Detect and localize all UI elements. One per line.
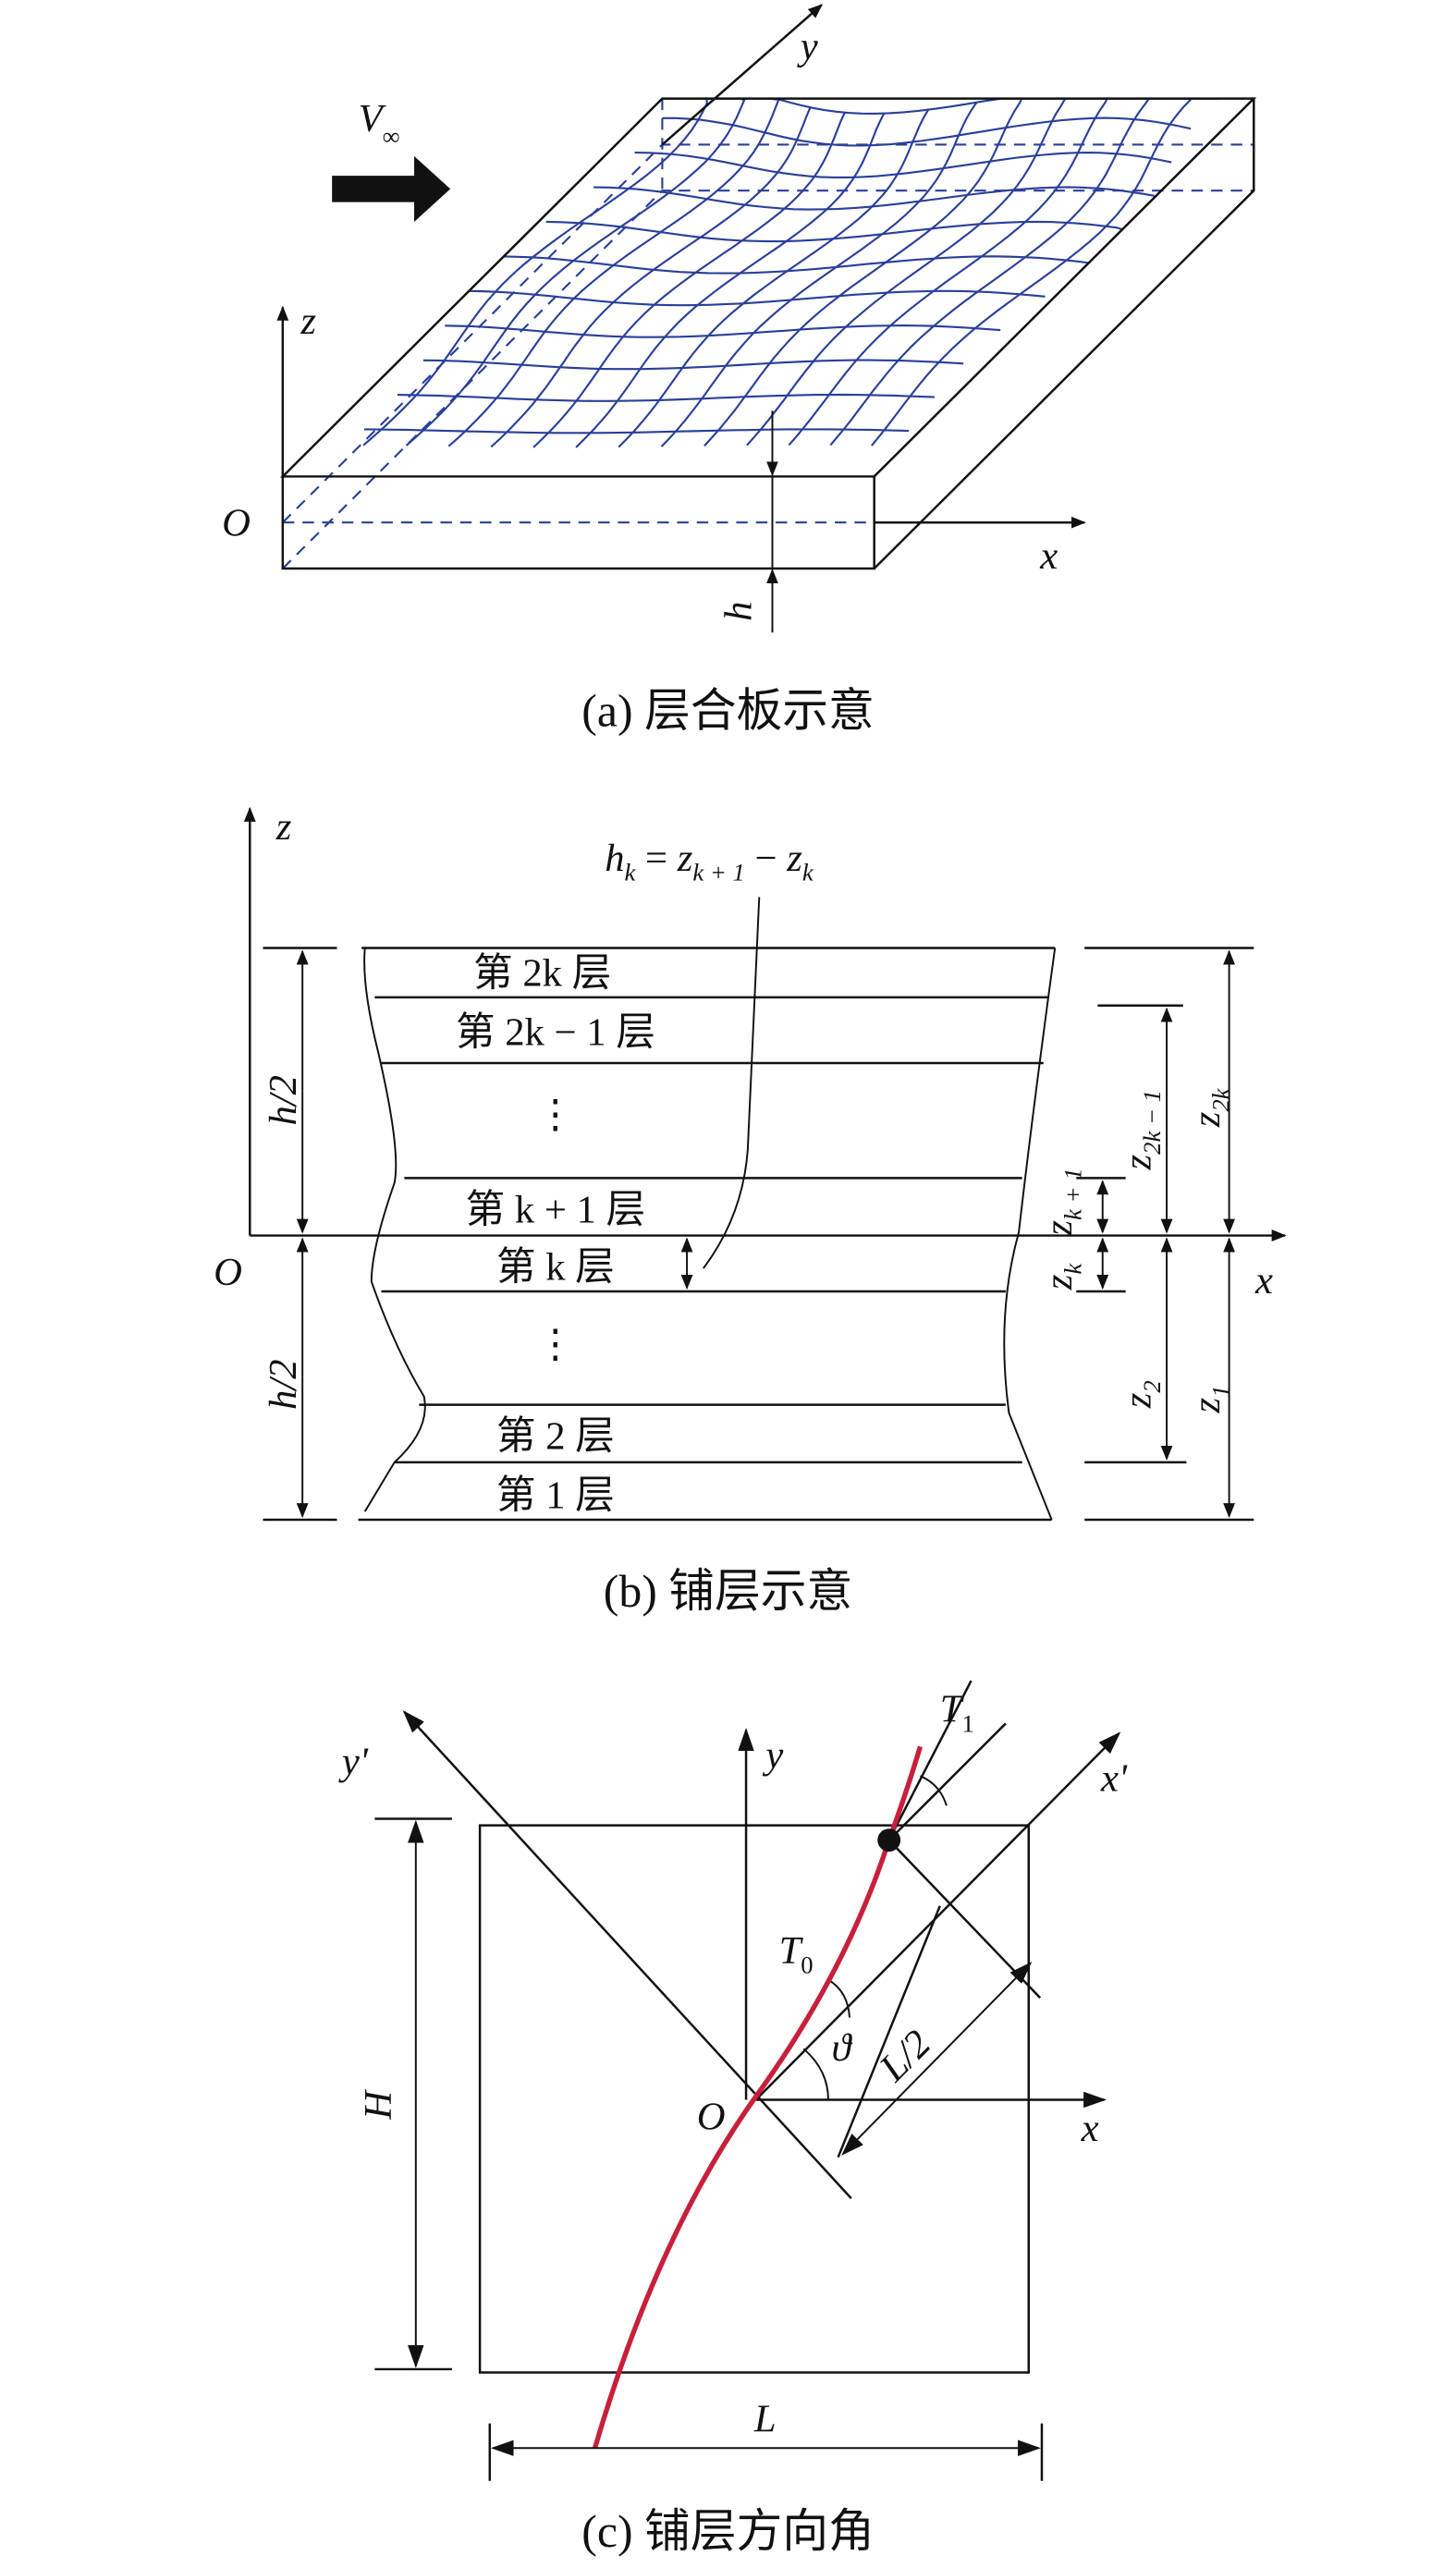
mesh-line [618, 109, 930, 448]
mesh-line [503, 255, 1089, 275]
layer-label: 第 1 层 [496, 1474, 615, 1518]
right-edge-wavy [1003, 948, 1057, 1521]
dim-z2: z2 [1116, 1380, 1166, 1409]
origin-label-c: O [697, 2095, 726, 2138]
panel-b-ply-stack: z x O hk = zk + 1 − zk 第 2k 层 第 2k − 1 层… [214, 805, 1287, 1617]
origin-label-b: O [214, 1251, 242, 1294]
formula-leader-line [703, 897, 761, 1269]
y-label-a: y [797, 25, 818, 68]
z-dimension-ticks [1076, 947, 1254, 1522]
deformed-mesh [362, 97, 1219, 448]
mesh-line [397, 393, 935, 402]
mesh-line [447, 99, 780, 447]
panel-c-ply-angle: y' y x' x O T1 T0 ϑ L/2 H L (c) 铺层方向角 [338, 1680, 1128, 2557]
height-dimension-ticks [374, 1817, 1044, 2481]
mesh-line [575, 113, 886, 448]
y-label-c: y [762, 1733, 783, 1777]
x-label-a: x [1039, 534, 1058, 578]
dim-z2k: z2k [1185, 1087, 1235, 1128]
mesh-line [746, 97, 1068, 446]
z-label-a: z [300, 300, 316, 343]
xprime-axis [754, 1731, 1121, 2101]
y-axis-a [661, 4, 824, 146]
angle-arc-theta [802, 2048, 829, 2100]
dim-z2k-1: z2k − 1 [1116, 1090, 1166, 1170]
mesh-line [490, 106, 812, 448]
dim-zk: zk [1037, 1263, 1087, 1291]
h2-dimensions [263, 947, 337, 1522]
t0-label: T0 [779, 1929, 814, 1979]
mesh-line [445, 324, 1001, 338]
t1-label: T1 [940, 1688, 974, 1738]
layer-labels: 第 2k 层 第 2k − 1 层 ⋮ 第 k + 1 层 第 k 层 ⋮ 第 … [456, 951, 655, 1517]
mesh-line [871, 97, 1193, 446]
mesh-line [593, 186, 1155, 211]
mesh-line [634, 152, 1172, 179]
angle-label: ϑ [831, 2026, 852, 2070]
mesh-line [660, 102, 978, 447]
tangent-point [877, 1828, 901, 1853]
fiber-path [592, 1745, 924, 2450]
mesh-line [704, 98, 1023, 447]
mesh-line [788, 97, 1108, 446]
half-thickness-top: h/2 [262, 1075, 305, 1126]
mesh-line [545, 220, 1123, 243]
flow-arrow-icon [332, 155, 451, 222]
panel-a-laminate-plate: V∞ z y x O h (a) 层合板示意 [222, 4, 1257, 737]
caption-b: (b) 铺层示意 [604, 1566, 852, 1617]
dim-zk1: zk + 1 [1037, 1168, 1087, 1236]
layer-label: ⋮ [536, 1323, 576, 1366]
left-edge-wavy [363, 948, 426, 1512]
caption-a: (a) 层合板示意 [581, 686, 874, 737]
z-label-b: z [275, 805, 292, 849]
layer-label: 第 2k − 1 层 [456, 1010, 655, 1054]
layer-label: 第 k + 1 层 [466, 1188, 646, 1231]
mesh-line [662, 116, 1192, 147]
flow-label: V∞ [359, 97, 400, 150]
mesh-line [662, 97, 1219, 116]
x-label-b: x [1254, 1259, 1273, 1302]
layer-label: ⋮ [536, 1093, 576, 1136]
layer-label: 第 k 层 [496, 1246, 615, 1290]
angle-arc-t1 [920, 1775, 948, 1806]
thickness-label: h [716, 602, 760, 621]
half-length-label: L/2 [871, 2022, 939, 2090]
yprime-axis [402, 1710, 852, 2199]
layer-label: 第 2 层 [496, 1415, 615, 1459]
layer-label: 第 2k 层 [473, 951, 611, 995]
half-length-dimension [841, 1962, 1033, 2156]
angle-arc-t0 [827, 1978, 850, 2018]
dim-z1: z1 [1185, 1386, 1235, 1414]
xprime-label: x' [1100, 1756, 1128, 1800]
caption-c: (c) 铺层方向角 [581, 2506, 874, 2557]
mesh-line [829, 97, 1151, 446]
yprime-label: y' [338, 1741, 369, 1784]
half-thickness-bottom: h/2 [262, 1359, 305, 1410]
length-label: L [753, 2397, 777, 2440]
mesh-line [422, 359, 964, 371]
mesh-line [532, 112, 846, 448]
height-label: H [357, 2089, 400, 2121]
thickness-formula: hk = zk + 1 − zk [605, 837, 814, 887]
x-label-c: x [1081, 2107, 1099, 2150]
origin-label-a: O [222, 501, 251, 544]
mesh-line [363, 428, 910, 434]
ply-interfaces [358, 947, 1056, 1522]
